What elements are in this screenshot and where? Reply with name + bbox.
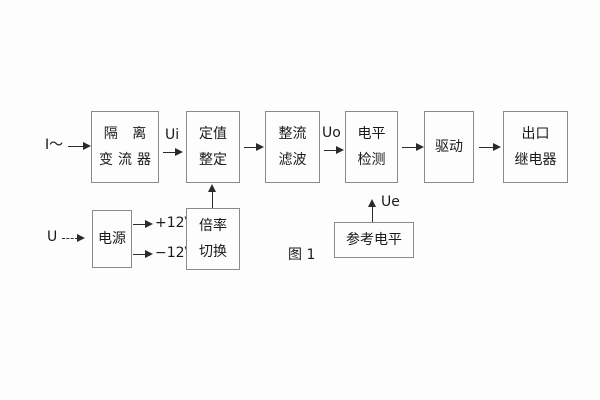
voltage-label-neg12: −12V bbox=[155, 245, 195, 261]
connector-rectify-to-level bbox=[324, 150, 338, 151]
block-rectify-filter-line-1: 整流 bbox=[278, 126, 307, 142]
arrowhead-multiplier-to-setting bbox=[208, 184, 216, 192]
connector-power-pos12 bbox=[133, 224, 147, 225]
arrowhead-setting-to-rectify bbox=[256, 142, 264, 151]
arrowhead-current-to-isolation bbox=[83, 141, 91, 150]
block-setting-line-1: 定值 bbox=[199, 126, 227, 142]
voltage-label-pos12: +12V bbox=[155, 215, 195, 231]
block-multiplier-switch-line-2: 切换 bbox=[199, 244, 227, 260]
block-output-relay-line-2: 继电器 bbox=[514, 152, 557, 168]
input-label-voltage: U bbox=[47, 229, 58, 245]
connector-power-neg12 bbox=[133, 254, 147, 255]
arrowhead-isolation-to-setting bbox=[175, 147, 183, 156]
block-level-detect-line-1: 电平 bbox=[357, 126, 386, 142]
block-reference-level[interactable]: 参考电平 bbox=[334, 222, 414, 258]
input-label-current: I～ bbox=[45, 137, 64, 153]
block-output-relay-line-1: 出口 bbox=[521, 126, 550, 142]
connector-isolation-to-setting bbox=[163, 152, 177, 153]
block-multiplier-switch-line-1: 倍率 bbox=[199, 218, 227, 234]
arrowhead-voltage-to-power bbox=[77, 233, 85, 242]
connector-multiplier-to-setting bbox=[212, 187, 213, 208]
connector-reference-to-level bbox=[372, 202, 373, 222]
block-setting[interactable]: 定值 整定 bbox=[186, 111, 240, 183]
block-isolation-ct-line-2: 变流器 bbox=[99, 152, 156, 168]
block-power-supply-line-1: 电源 bbox=[98, 231, 126, 247]
block-reference-level-line-1: 参考电平 bbox=[346, 232, 402, 248]
block-isolation-ct[interactable]: 隔 离 变流器 bbox=[91, 111, 159, 183]
block-isolation-ct-line-1: 隔 离 bbox=[103, 126, 152, 142]
arrowhead-reference-to-level bbox=[368, 199, 376, 207]
figure-caption: 图 1 bbox=[288, 247, 316, 263]
connector-current-to-isolation bbox=[68, 146, 84, 147]
block-power-supply[interactable]: 电源 bbox=[92, 210, 132, 268]
arrowhead-power-pos12 bbox=[145, 219, 153, 228]
block-output-relay[interactable]: 出口 继电器 bbox=[503, 111, 568, 183]
block-rectify-filter[interactable]: 整流 滤波 bbox=[265, 111, 320, 183]
connector-setting-to-rectify bbox=[244, 147, 258, 148]
arrowhead-drive-to-relay bbox=[493, 142, 501, 151]
signal-label-ue: Ue bbox=[381, 194, 400, 210]
block-drive-line-1: 驱动 bbox=[435, 139, 463, 155]
connector-drive-to-relay bbox=[479, 147, 495, 148]
arrowhead-level-to-drive bbox=[416, 142, 424, 151]
block-drive[interactable]: 驱动 bbox=[424, 111, 474, 183]
block-multiplier-switch[interactable]: 倍率 切换 bbox=[186, 208, 240, 270]
block-level-detect-line-2: 检测 bbox=[357, 152, 386, 168]
block-level-detect[interactable]: 电平 检测 bbox=[345, 111, 398, 183]
signal-label-ui: Ui bbox=[165, 127, 180, 143]
block-rectify-filter-line-2: 滤波 bbox=[278, 152, 307, 168]
connector-voltage-to-power bbox=[62, 238, 78, 239]
arrowhead-power-neg12 bbox=[145, 249, 153, 258]
arrowhead-rectify-to-level bbox=[336, 145, 344, 154]
signal-label-uo: Uo bbox=[322, 125, 341, 141]
block-setting-line-2: 整定 bbox=[199, 152, 227, 168]
connector-level-to-drive bbox=[402, 147, 418, 148]
